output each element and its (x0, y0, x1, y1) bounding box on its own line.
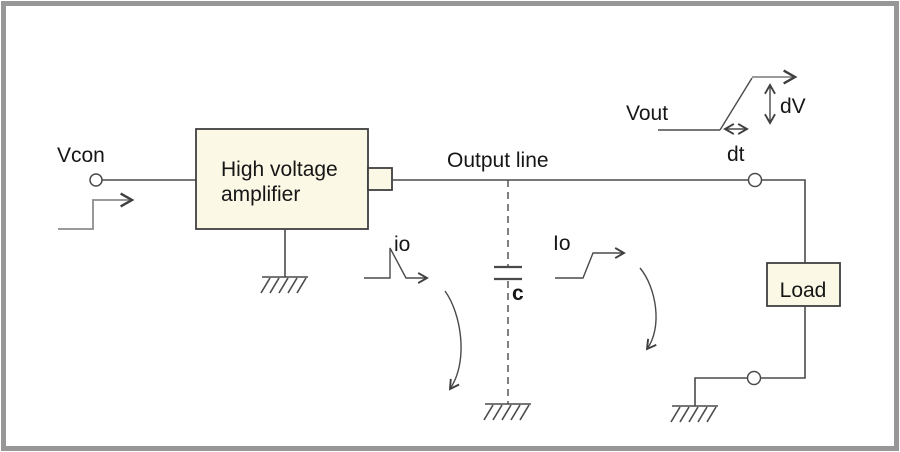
output-terminal (747, 172, 763, 188)
io-amplifier-label: io (394, 233, 410, 256)
dt-label: dt (727, 143, 745, 166)
input-terminal (89, 173, 103, 187)
load-ground (670, 405, 719, 423)
amplifier-label-line2: amplifier (221, 183, 300, 206)
amplifier-label-line1: High voltage (221, 158, 338, 181)
capacitor-ground (483, 403, 532, 421)
dv-label: dV (780, 95, 806, 118)
capacitor-label: c (512, 282, 524, 305)
vout-label: Vout (626, 102, 668, 125)
output-line-wire (392, 179, 806, 263)
output-line-label: Output line (447, 149, 549, 172)
load-return-wire (694, 306, 806, 406)
io-pulse-signal (364, 247, 429, 284)
load-box (766, 262, 841, 307)
io-load-label: Io (553, 232, 571, 255)
vcon-label: Vcon (57, 144, 105, 167)
return-terminal (746, 370, 762, 386)
amplifier-ground (260, 276, 309, 294)
amplifier-box (195, 128, 369, 230)
load-label: Load (780, 279, 827, 302)
vcon-step-signal (58, 192, 135, 230)
amplifier-output-tab (367, 167, 393, 191)
io-curved-arrow (444, 290, 462, 391)
io-ramp-signal (555, 247, 626, 279)
io-load-curved-arrow (639, 267, 657, 351)
vout-ramp-slope-segment (719, 77, 753, 131)
